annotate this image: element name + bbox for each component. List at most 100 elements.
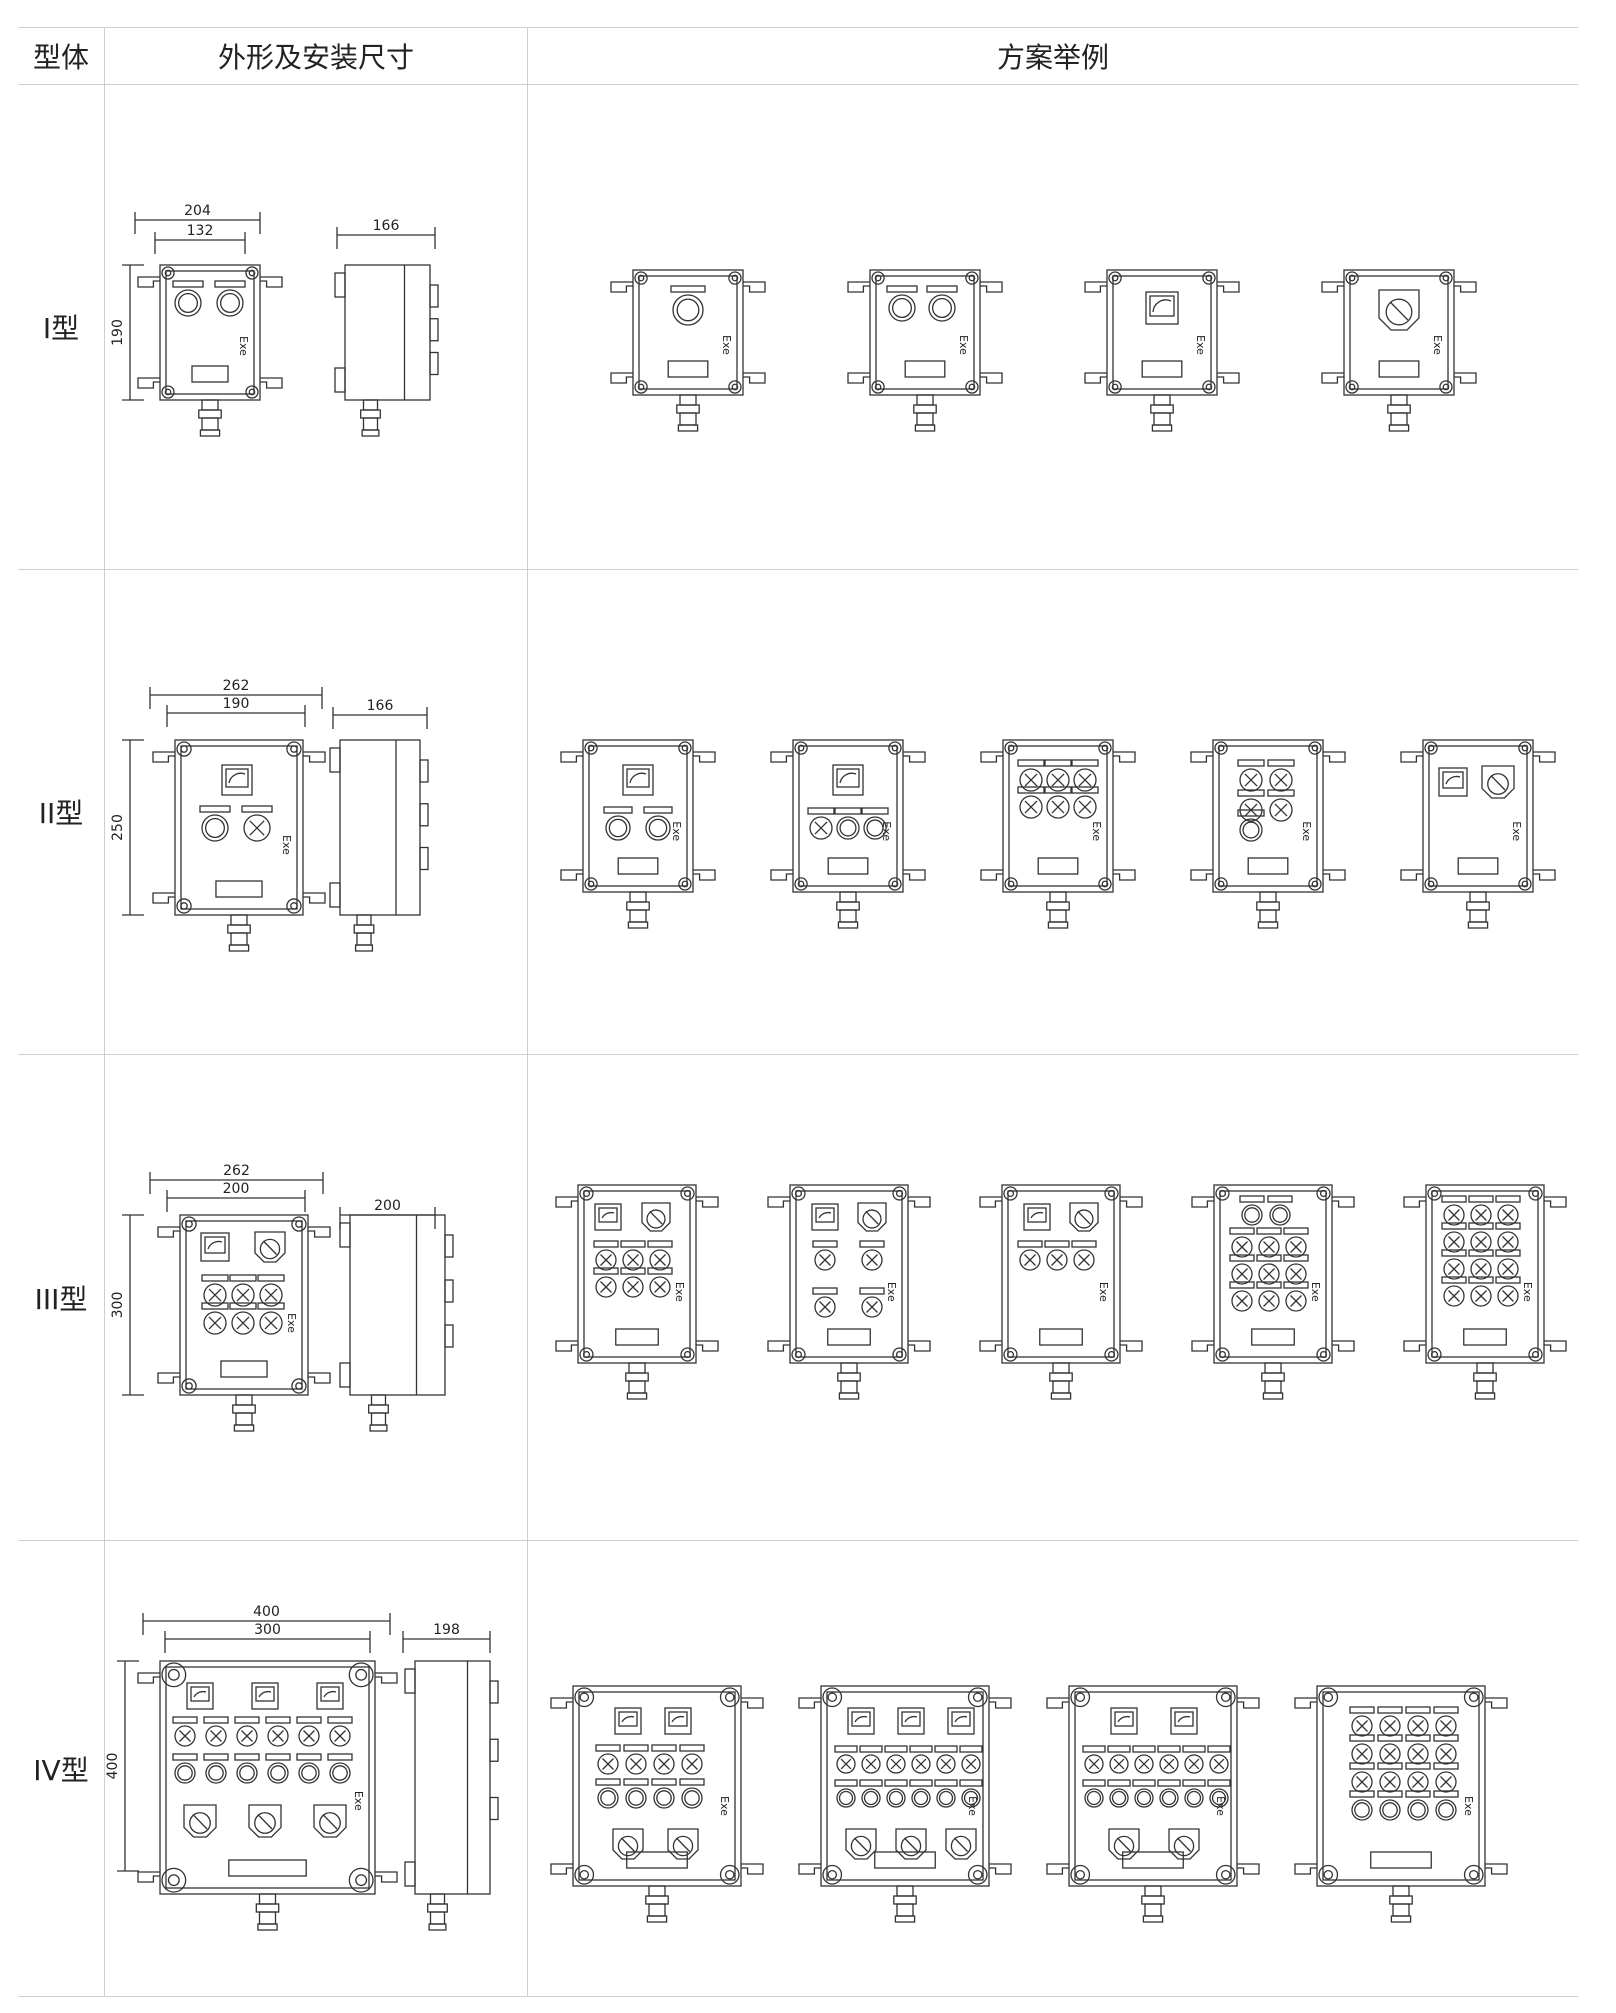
enclosure-body: [582, 739, 694, 893]
push-button-icon: [329, 1762, 351, 1784]
ammeter-icon: [847, 1707, 875, 1735]
lamp-label-plate: [229, 1274, 257, 1282]
screw-icon: [1003, 1186, 1018, 1201]
screw-icon: [965, 271, 979, 285]
mounting-bracket: [979, 1340, 1002, 1352]
exe-marking: Exe: [673, 1282, 686, 1302]
side-view: [334, 264, 439, 437]
exe-marking: Exe: [718, 1796, 731, 1816]
lamp-label-plate: [1229, 1281, 1255, 1289]
push-button-icon: [645, 815, 671, 841]
cable-gland-icon: [629, 891, 647, 903]
indicator-lamp-icon: [1470, 1285, 1492, 1307]
lamp-label-plate: [1256, 1227, 1282, 1235]
lamp-label-plate: [1044, 786, 1072, 794]
ammeter-icon: [316, 1682, 344, 1710]
button-label-plate: [886, 285, 918, 293]
screw-icon: [348, 1867, 374, 1893]
rotary-switch-icon: [845, 1828, 877, 1860]
indicator-lamp-icon: [1443, 1258, 1465, 1280]
lamp-label-plate: [1132, 1745, 1156, 1753]
mounting-bracket: [152, 892, 175, 904]
lamp-label-plate: [201, 1302, 229, 1310]
lamp-label-plate: [1267, 789, 1295, 797]
ammeter-icon: [622, 764, 654, 796]
push-button-icon: [174, 289, 202, 317]
indicator-lamp-icon: [911, 1754, 931, 1774]
column-divider-2: [527, 27, 528, 1997]
example-enclosure: Exe: [560, 739, 716, 929]
indicator-lamp-icon: [267, 1725, 289, 1747]
screw-icon: [1070, 1864, 1091, 1885]
mounting-bracket: [903, 751, 926, 763]
rotary-switch-icon: [183, 1804, 217, 1838]
front-view: Exe: [152, 739, 326, 952]
nameplate: [1141, 360, 1183, 378]
nameplate: [191, 365, 229, 383]
indicator-lamp-icon: [861, 1249, 883, 1271]
screw-icon: [176, 898, 192, 914]
indicator-lamp-icon: [174, 1725, 196, 1747]
indicator-lamp-icon: [649, 1249, 671, 1271]
lamp-label-plate: [1267, 759, 1295, 767]
screw-icon: [1215, 1186, 1230, 1201]
indicator-lamp-icon: [1239, 768, 1263, 792]
lamp-label-plate: [595, 1744, 621, 1752]
push-button-icon: [886, 1788, 906, 1808]
lamp-label-plate: [1107, 1745, 1131, 1753]
mounting-bracket: [375, 1871, 398, 1883]
rotary-switch-icon: [667, 1828, 699, 1860]
lamp-label-plate: [1283, 1281, 1309, 1289]
mounting-bracket: [770, 751, 793, 763]
mounting-bracket: [555, 1340, 578, 1352]
screw-icon: [680, 1186, 695, 1201]
screw-icon: [176, 741, 192, 757]
example-enclosure: Exe: [770, 739, 926, 929]
indicator-lamp-icon: [1019, 768, 1043, 792]
mounting-bracket: [1113, 869, 1136, 881]
indicator-lamp-icon: [1497, 1285, 1519, 1307]
row-divider-2: [18, 1054, 1578, 1055]
mounting-bracket: [847, 372, 870, 384]
screw-icon: [579, 1186, 594, 1201]
mounting-bracket: [767, 1196, 790, 1208]
indicator-lamp-icon: [861, 1296, 883, 1318]
button-label-plate: [909, 1779, 933, 1787]
exe-marking: Exe: [670, 821, 683, 841]
cable-gland-icon: [916, 394, 934, 406]
push-button-icon: [928, 294, 956, 322]
dim-depth: 166: [373, 218, 400, 234]
indicator-lamp-icon: [1435, 1771, 1457, 1793]
cable-gland-icon: [1259, 891, 1277, 903]
cable-gland-icon: [1052, 1362, 1070, 1374]
mounting-bracket: [743, 372, 766, 384]
mounting-bracket: [770, 869, 793, 881]
nameplate: [220, 1360, 268, 1378]
lamp-label-plate: [1349, 1706, 1375, 1714]
header-rule: [18, 84, 1578, 85]
screw-icon: [1104, 1186, 1119, 1201]
mounting-bracket: [1323, 869, 1346, 881]
screw-icon: [1345, 380, 1359, 394]
cable-gland-icon: [1153, 394, 1171, 406]
push-button-icon: [836, 816, 860, 840]
indicator-lamp-icon: [1435, 1743, 1457, 1765]
indicator-lamp-icon: [1046, 768, 1070, 792]
nameplate: [1247, 857, 1289, 875]
example-enclosure: Exe: [1294, 1685, 1508, 1923]
screw-icon: [574, 1687, 595, 1708]
side-fitting: [429, 284, 439, 308]
ammeter-icon: [664, 1707, 692, 1735]
push-button-icon: [1084, 1788, 1104, 1808]
rotary-switch-icon: [857, 1202, 887, 1232]
screw-icon: [574, 1864, 595, 1885]
nameplate: [1463, 1328, 1507, 1346]
row-label-type-1: I型: [42, 312, 80, 345]
ammeter-icon: [221, 764, 253, 796]
enclosure-body: [632, 269, 744, 396]
exe-marking: Exe: [285, 1313, 298, 1333]
lamp-label-plate: [1495, 1276, 1521, 1284]
indicator-lamp-icon: [243, 814, 271, 842]
